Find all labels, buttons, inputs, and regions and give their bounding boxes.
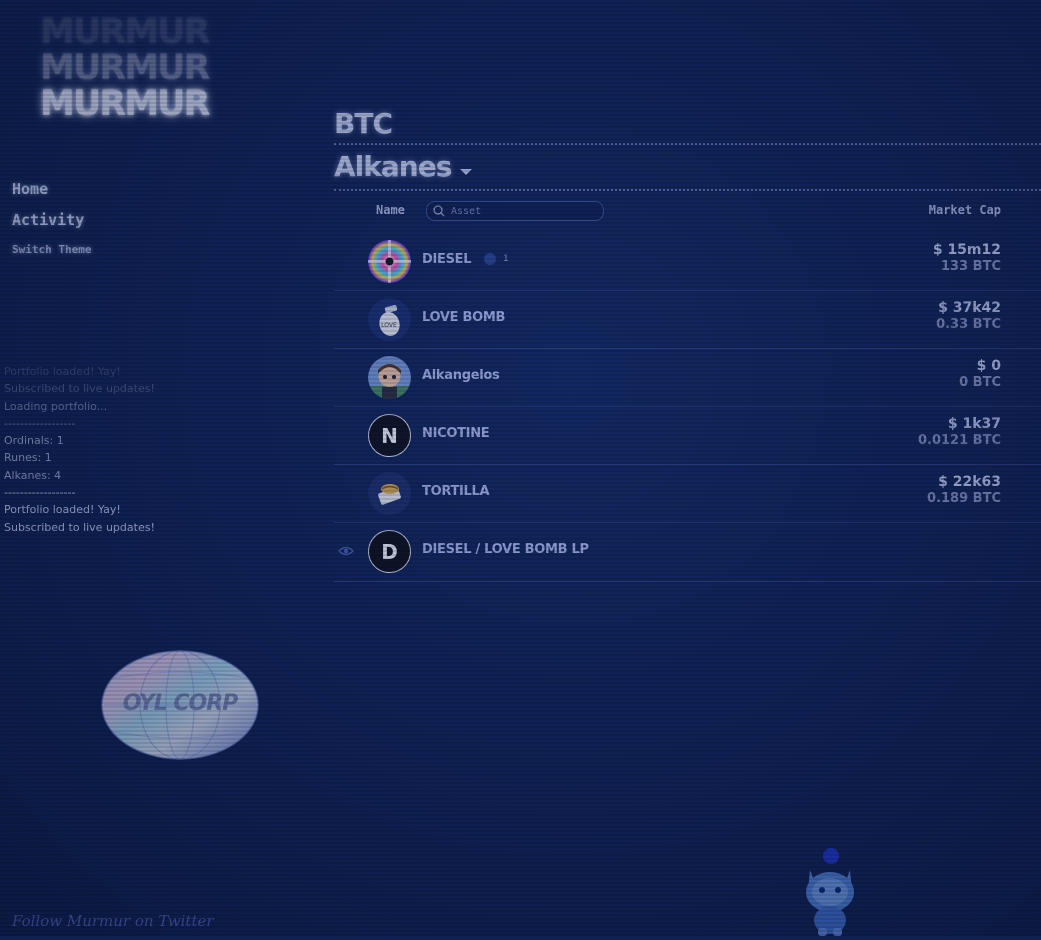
mascot-figure[interactable]: [798, 846, 862, 936]
twitter-link[interactable]: Follow Murmur on Twitter: [12, 912, 214, 930]
love-bomb-icon: LOVE: [368, 298, 411, 341]
chevron-down-icon: [460, 169, 473, 175]
asset-name: DIESEL / LOVE BOMB LP: [422, 542, 589, 557]
switch-theme-link[interactable]: Switch Theme: [12, 243, 92, 256]
market-cap-btc: 0.189 BTC: [927, 491, 1001, 506]
tortilla-icon: [368, 472, 411, 515]
oyl-corp-badge[interactable]: OYL CORP: [100, 648, 260, 762]
table-row[interactable]: LOVE LOVE BOMB $ 37k42 0.33 BTC: [334, 291, 1041, 349]
market-cap-column-header[interactable]: Market Cap: [928, 203, 1001, 217]
avatar-letter: N: [381, 423, 398, 448]
table-row[interactable]: TORTILLA $ 22k63 0.189 BTC: [334, 465, 1041, 523]
holographic-globe-icon: [101, 650, 259, 760]
svg-text:LOVE: LOVE: [381, 322, 397, 329]
asset-name: LOVE BOMB: [422, 310, 506, 325]
oyl-badge-text: OYL CORP: [122, 691, 239, 716]
market-cap-btc: 133 BTC: [941, 259, 1001, 274]
market-cap-btc: 0 BTC: [959, 375, 1001, 390]
console-line: Alkanes: 4: [4, 468, 62, 482]
console-line: Subscribed to live updates!: [4, 382, 155, 396]
letter-d-icon: D: [368, 530, 411, 573]
holder-badge: 1: [484, 253, 508, 265]
logo-line-3: MURMUR: [40, 84, 210, 124]
market-cap-usd: $ 0: [976, 358, 1001, 374]
asset-search-input[interactable]: [451, 205, 591, 217]
market-cap-cell: $ 15m12 133 BTC: [933, 242, 1001, 275]
chain-title: BTC: [334, 107, 393, 140]
asset-name: NICOTINE: [422, 426, 490, 441]
cat-mascot-icon: [806, 848, 854, 936]
table-row[interactable]: Alkangelos $ 0 0 BTC: [334, 349, 1041, 407]
nav-activity-link[interactable]: Activity: [12, 211, 85, 229]
character-portrait-icon: [368, 356, 411, 399]
search-icon: [433, 205, 445, 217]
category-dropdown[interactable]: Alkanes: [334, 145, 1041, 189]
main-content: BTC Alkanes Name Market Cap: [334, 105, 1041, 582]
market-cap-cell: $ 0 0 BTC: [959, 358, 1001, 391]
console-line: ------------------: [4, 486, 76, 500]
logo-line-1: MURMUR: [40, 12, 210, 52]
market-cap-usd: $ 15m12: [932, 242, 1001, 258]
asset-search: [426, 201, 604, 221]
holder-count: 1: [503, 254, 509, 264]
table-row[interactable]: N NICOTINE $ 1k37 0.0121 BTC: [334, 407, 1041, 465]
avatar-letter: D: [381, 539, 398, 564]
market-cap-cell: $ 1k37 0.0121 BTC: [918, 416, 1001, 449]
asset-name: Alkangelos: [422, 368, 500, 383]
name-column-header[interactable]: Name: [376, 203, 405, 217]
console-line: Portfolio loaded! Yay!: [4, 503, 121, 517]
console-line: Loading portfolio...: [4, 399, 108, 413]
console-line: Ordinals: 1: [4, 434, 64, 448]
market-cap-btc: 0.33 BTC: [936, 317, 1001, 332]
divider: [334, 189, 1041, 191]
market-cap-cell: $ 22k63 0.189 BTC: [927, 474, 1001, 507]
market-cap-btc: 0.0121 BTC: [917, 433, 1001, 448]
console-line: Runes: 1: [4, 451, 52, 465]
category-label: Alkanes: [334, 150, 452, 183]
table-row[interactable]: DIESEL 1 $ 15m12 133 BTC: [334, 233, 1041, 291]
console-line: Subscribed to live updates!: [4, 520, 155, 534]
divider: [334, 143, 1041, 145]
murmur-logo[interactable]: MURMUR MURMUR MURMUR: [40, 14, 210, 122]
asset-name: DIESEL: [422, 252, 472, 267]
letter-n-icon: N: [368, 414, 411, 457]
table-row[interactable]: D DIESEL / LOVE BOMB LP: [334, 523, 1041, 582]
holder-dot-icon: [484, 253, 496, 265]
nav-home-link[interactable]: Home: [12, 180, 49, 198]
eye-icon[interactable]: [338, 545, 354, 557]
market-cap-cell: $ 37k42 0.33 BTC: [936, 300, 1001, 333]
market-cap-usd: $ 37k42: [938, 300, 1001, 316]
market-cap-usd: $ 22k63: [938, 474, 1001, 490]
sidebar-nav: Home Activity Switch Theme: [12, 178, 91, 258]
asset-name: TORTILLA: [422, 484, 490, 499]
rainbow-disc-icon: [368, 240, 411, 283]
console-log: Portfolio loaded! Yay! Subscribed to liv…: [4, 363, 234, 536]
console-line: Portfolio loaded! Yay!: [4, 365, 121, 378]
table-header: Name Market Cap: [334, 191, 1041, 233]
market-cap-usd: $ 1k37: [947, 416, 1001, 432]
logo-line-2: MURMUR: [40, 48, 210, 88]
console-line: ------------------: [4, 416, 76, 430]
